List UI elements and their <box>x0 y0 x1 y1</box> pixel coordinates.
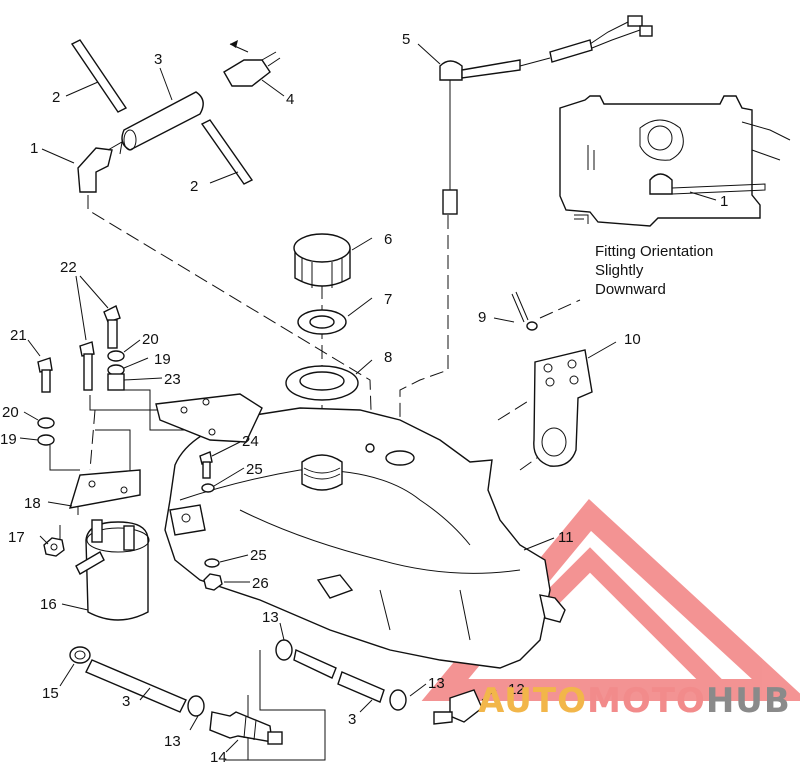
caption-line-2: Slightly <box>595 262 644 279</box>
callout-19: 19 <box>154 351 171 368</box>
fitting-12 <box>433 689 483 725</box>
fuel-tank <box>164 407 566 669</box>
screw-21 <box>37 357 53 393</box>
vent-9 <box>511 291 538 331</box>
callout-labels: 1 2 2 3 4 5 6 7 8 9 10 11 12 13 13 13 14… <box>0 31 728 765</box>
caption-line-3: Downward <box>595 281 666 298</box>
callout-7: 7 <box>384 291 392 308</box>
callout-5: 5 <box>402 31 410 48</box>
callout-17: 17 <box>8 529 25 546</box>
screws-22 <box>79 305 121 391</box>
callout-9: 9 <box>478 309 486 326</box>
clamp-13-left <box>187 695 205 717</box>
callout-2: 2 <box>190 178 198 195</box>
valve-4 <box>223 40 281 87</box>
clamp-13-right <box>389 689 407 711</box>
clamp-13-upper <box>275 639 293 661</box>
hose-3-right <box>293 649 385 703</box>
screw-24 <box>199 451 213 479</box>
washer-25-top <box>201 483 215 493</box>
callout-1: 1 <box>30 140 38 157</box>
leader-lines <box>19 43 717 753</box>
tank-bracket-top <box>155 393 263 443</box>
sender-5 <box>439 15 653 215</box>
hose-2-top <box>70 39 128 113</box>
callout-20: 20 <box>2 404 19 421</box>
watermark-m-shape <box>523 547 727 697</box>
callout-26: 26 <box>252 575 269 592</box>
washer-25-bottom <box>204 558 220 568</box>
bracket-18 <box>68 469 141 509</box>
ring-8 <box>285 365 359 401</box>
callout-13: 13 <box>428 675 445 692</box>
callout-8: 8 <box>384 349 392 366</box>
callout-24: 24 <box>242 433 259 450</box>
callout-3: 3 <box>154 51 162 68</box>
inline-filter-14 <box>209 711 283 745</box>
nut-26 <box>203 573 223 591</box>
callout-23: 23 <box>164 371 181 388</box>
callout-3: 3 <box>122 693 130 710</box>
watermark-part-1: AUTO <box>478 681 587 721</box>
callout-12: 12 <box>508 681 525 698</box>
watermark-part-2: MOTO <box>587 681 706 721</box>
elbow-fitting-1 <box>77 141 123 193</box>
callout-2: 2 <box>52 89 60 106</box>
inset-caption: Fitting Orientation Slightly Downward <box>595 243 713 298</box>
watermark-auto: AUTOMOTOHUB <box>478 681 791 721</box>
washers-19-20-left <box>37 417 55 446</box>
callout-21: 21 <box>10 327 27 344</box>
gasket-7 <box>297 309 347 335</box>
callout-22: 22 <box>60 259 77 276</box>
spacers-19-20-23 <box>107 350 125 391</box>
clamp-15 <box>69 646 91 664</box>
watermark-part-3: HUB <box>706 681 791 721</box>
callout-13: 13 <box>262 609 279 626</box>
fuel-filter-16 <box>75 519 150 621</box>
callout-4: 4 <box>286 91 294 108</box>
callout-13: 13 <box>164 733 181 750</box>
hose-3-left <box>85 659 187 713</box>
hose-2-mid <box>200 119 254 185</box>
callout-6: 6 <box>384 231 392 248</box>
callout-14: 14 <box>210 749 227 765</box>
callout-16: 16 <box>40 596 57 613</box>
nut-17 <box>43 537 65 557</box>
callout-3: 3 <box>348 711 356 728</box>
inset-tank-view <box>559 95 791 227</box>
callout-10: 10 <box>624 331 641 348</box>
callout-25: 25 <box>246 461 263 478</box>
callout-15: 15 <box>42 685 59 702</box>
callout-11: 11 <box>558 529 574 546</box>
hose-3-top <box>121 91 204 151</box>
callout-25: 25 <box>250 547 267 564</box>
callout-19: 19 <box>0 431 17 448</box>
caption-line-1: Fitting Orientation <box>595 243 713 260</box>
callout-18: 18 <box>24 495 41 512</box>
inset-callout-1: 1 <box>720 193 728 210</box>
callout-20: 20 <box>142 331 159 348</box>
fuel-cap-6 <box>293 233 351 288</box>
watermark-text: AUTOMOTOHUB <box>478 681 791 721</box>
bracket-10 <box>533 349 593 467</box>
